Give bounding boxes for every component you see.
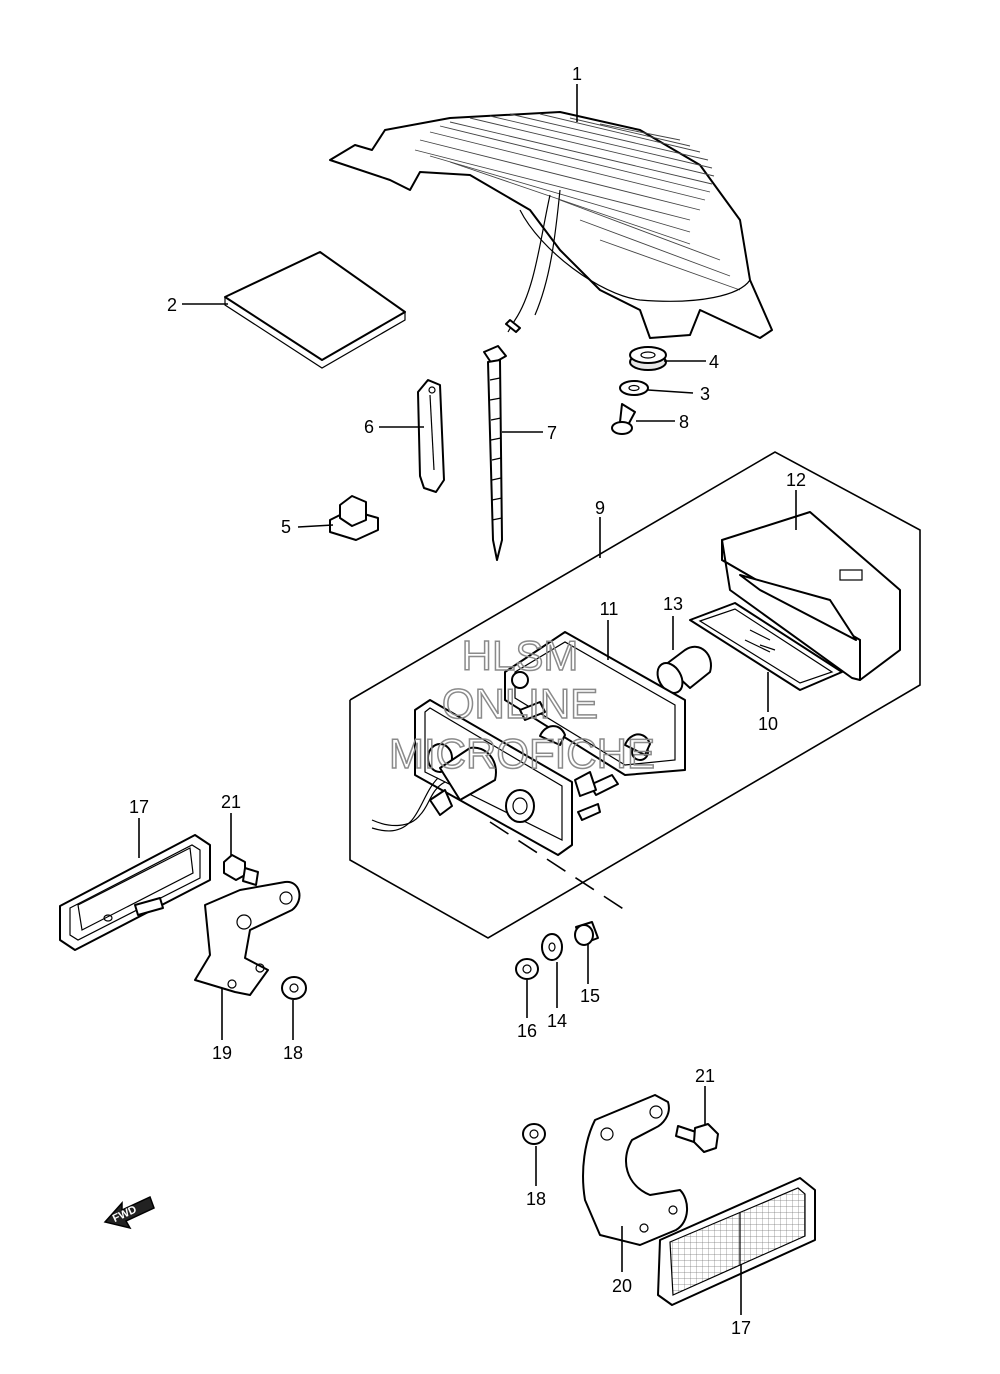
bulb — [656, 645, 712, 694]
callout-11: 11 — [600, 599, 619, 619]
collar — [574, 921, 599, 946]
watermark-line-1: HLSM — [462, 632, 579, 679]
callout-21-left: 21 — [221, 792, 241, 812]
callout-7: 7 — [547, 423, 557, 443]
callout-16: 16 — [517, 1021, 537, 1041]
socket-plate — [414, 699, 573, 856]
callout-12: 12 — [786, 470, 806, 490]
grommet — [629, 346, 667, 371]
watermark-line-2: ONLINE — [442, 680, 598, 727]
callout-3: 3 — [700, 384, 710, 404]
bolt-left — [223, 854, 259, 886]
nut-right — [522, 1123, 546, 1145]
nut-left — [281, 976, 307, 1000]
callout-9: 9 — [595, 498, 605, 518]
reflector-left — [59, 834, 211, 951]
callout-1: 1 — [572, 64, 582, 84]
pad — [224, 251, 406, 361]
plain-washer — [541, 933, 563, 961]
callout-14: 14 — [547, 1011, 567, 1031]
bolt-right — [675, 1123, 719, 1153]
flange-nut — [515, 958, 539, 980]
wire-harness — [371, 777, 453, 832]
lens-cover — [721, 511, 901, 681]
clamp — [329, 495, 379, 541]
watermark-line-3: MICROFICHE — [389, 730, 655, 777]
callout-6: 6 — [364, 417, 374, 437]
callout-18-right: 18 — [526, 1189, 546, 1209]
callout-21-right: 21 — [695, 1066, 715, 1086]
callout-labels: 1 2 3 4 5 6 7 8 9 10 11 12 13 14 15 16 1… — [129, 64, 806, 1338]
callout-8: 8 — [679, 412, 689, 432]
callout-20: 20 — [612, 1276, 632, 1296]
lens-gasket — [689, 602, 843, 691]
cable-holder — [417, 379, 445, 493]
callout-10: 10 — [758, 714, 778, 734]
screw — [611, 403, 636, 435]
callout-17-right: 17 — [731, 1318, 751, 1338]
callout-5: 5 — [281, 517, 291, 537]
washer — [619, 380, 649, 396]
assembly-outline — [349, 451, 921, 939]
callout-18-left: 18 — [283, 1043, 303, 1063]
callout-13: 13 — [663, 594, 683, 614]
bracket-right — [582, 1094, 688, 1246]
assembly-screws — [519, 701, 619, 821]
callout-15: 15 — [580, 986, 600, 1006]
watermark: HLSM ONLINE MICROFICHE — [388, 631, 656, 778]
callout-2: 2 — [167, 295, 177, 315]
callout-19: 19 — [212, 1043, 232, 1063]
bulb-socket-plate — [504, 631, 686, 776]
callout-4: 4 — [709, 352, 719, 372]
tail-light-housing — [329, 111, 773, 339]
leader-lines — [138, 84, 797, 1315]
forward-arrow-icon: FWD — [103, 1195, 155, 1230]
bracket-left — [194, 880, 301, 996]
reflector-right — [657, 1177, 816, 1306]
callout-17-left: 17 — [129, 797, 149, 817]
cable-tie — [483, 345, 507, 561]
